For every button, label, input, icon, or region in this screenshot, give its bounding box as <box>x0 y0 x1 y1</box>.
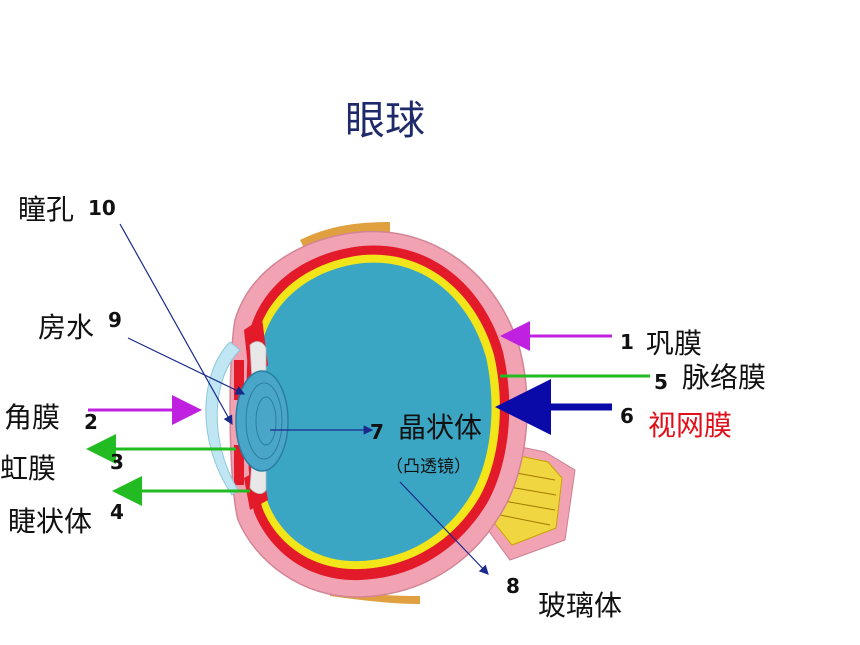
ciliary-label: 睫状体 <box>8 505 93 538</box>
lens-number: 7 <box>370 420 384 444</box>
pupil-pointer <box>119 223 233 426</box>
aqueous-pointer <box>127 337 246 395</box>
aqueous-number: 9 <box>108 308 122 332</box>
sclera-label: 巩膜 <box>646 327 703 360</box>
lens-note: （凸透镜） <box>386 457 471 477</box>
diagram-title: 眼球 <box>345 98 425 144</box>
cornea-label: 角膜 <box>4 401 61 434</box>
iris-number: 3 <box>110 450 124 474</box>
vitreous-pointer <box>399 481 489 575</box>
aqueous-label: 房水 <box>38 311 95 344</box>
lens-label: 晶状体 <box>398 411 483 444</box>
vitreous-body <box>261 262 492 562</box>
pupil-number: 10 <box>88 196 116 220</box>
pupil-label: 瞳孔 <box>18 193 75 226</box>
iris-bottom <box>234 445 244 485</box>
lens-shape <box>235 370 289 472</box>
choroid-label: 脉络膜 <box>682 361 767 394</box>
retina-number: 6 <box>620 404 634 428</box>
sclera-number: 1 <box>620 330 634 354</box>
choroid-number: 5 <box>654 370 668 394</box>
cornea-number: 2 <box>84 410 98 434</box>
retina-label: 视网膜 <box>648 409 733 442</box>
vitreous-number: 8 <box>506 574 520 598</box>
ciliary-number: 4 <box>110 500 124 524</box>
iris-label: 虹膜 <box>0 452 57 485</box>
vitreous-label: 玻璃体 <box>538 589 623 622</box>
iris-top <box>234 360 244 400</box>
